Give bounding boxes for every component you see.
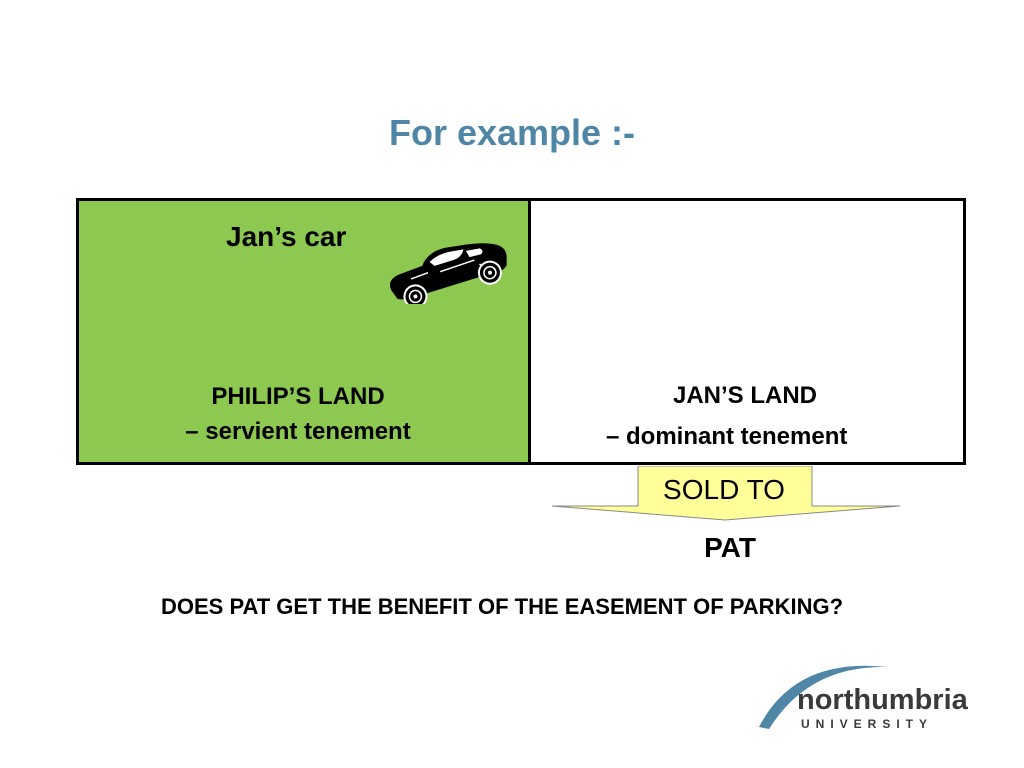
philip-land-role: – servient tenement [185, 418, 411, 445]
logo-swoosh-icon [759, 665, 887, 729]
sold-to-arrow [552, 466, 901, 521]
convertible-car-icon [389, 243, 507, 304]
logo-subtitle: UNIVERSITY [801, 717, 934, 731]
slide-title: For example :- [388, 112, 636, 153]
car-label: Jan’s car [226, 221, 347, 252]
jan-land-role: – dominant tenement [606, 423, 848, 450]
philip-land-box [76, 198, 531, 465]
pat-label: PAT [704, 532, 756, 563]
sold-to-label: SOLD TO [663, 474, 785, 505]
jan-land-box [528, 198, 966, 465]
logo-wordmark: northumbria [797, 684, 968, 716]
jan-land-name: JAN’S LAND [672, 382, 817, 409]
question-text: DOES PAT GET THE BENEFIT OF THE EASEMENT… [160, 594, 844, 619]
philip-land-name: PHILIP’S LAND [211, 383, 385, 410]
northumbria-logo: northumbria UNIVERSITY [755, 655, 968, 735]
